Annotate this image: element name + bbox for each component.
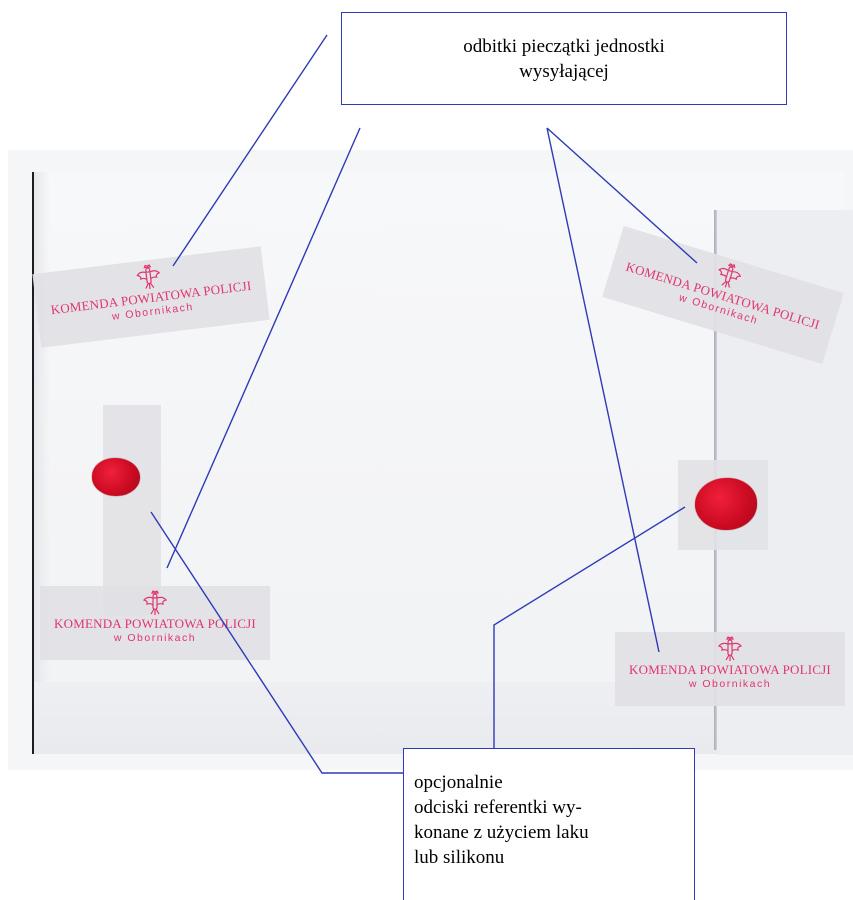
- callout-text-line: konane z użyciem laku: [414, 822, 589, 843]
- seal-tape-left: [103, 405, 161, 615]
- police-stamp-bottom-left: KOMENDA POWIATOWA POLICJI w Obornikach: [40, 586, 270, 660]
- police-stamp-top-left: KOMENDA POWIATOWA POLICJI w Obornikach: [32, 246, 270, 348]
- police-stamp-top-right: KOMENDA POWIATOWA POLICJI w Obornikach: [602, 225, 844, 365]
- eagle-icon: [143, 590, 167, 615]
- wax-seal-right: [695, 478, 757, 530]
- callout-text-line: odbitki pieczątki jednostki: [463, 36, 665, 57]
- police-stamp-bottom-right: KOMENDA POWIATOWA POLICJI w Obornikach: [615, 632, 845, 706]
- stamp-unit-name: KOMENDA POWIATOWA POLICJI: [629, 662, 831, 677]
- callout-text-line: opcjonalnie: [414, 772, 503, 793]
- envelope-left-edge: [32, 172, 34, 754]
- stamp-unit-city: w Obornikach: [113, 632, 197, 644]
- callout-seal-stamps: odbitki pieczątki jednostki wysyłającej: [341, 12, 787, 105]
- eagle-icon: [718, 636, 742, 661]
- callout-wax-imprints: opcjonalnie odciski referentki wy- konan…: [403, 748, 695, 900]
- callout-text-line: wysyłającej: [519, 61, 609, 82]
- eagle-icon: [136, 264, 161, 290]
- callout-text-line: lub silikonu: [414, 847, 505, 868]
- stamp-unit-name: KOMENDA POWIATOWA POLICJI: [54, 616, 256, 631]
- wax-seal-left: [92, 458, 140, 496]
- stamp-unit-city: w Obornikach: [688, 678, 772, 690]
- envelope-edge-shadow: [34, 172, 50, 754]
- callout-text-line: odciski referentki wy-: [414, 797, 582, 818]
- eagle-icon: [718, 262, 742, 288]
